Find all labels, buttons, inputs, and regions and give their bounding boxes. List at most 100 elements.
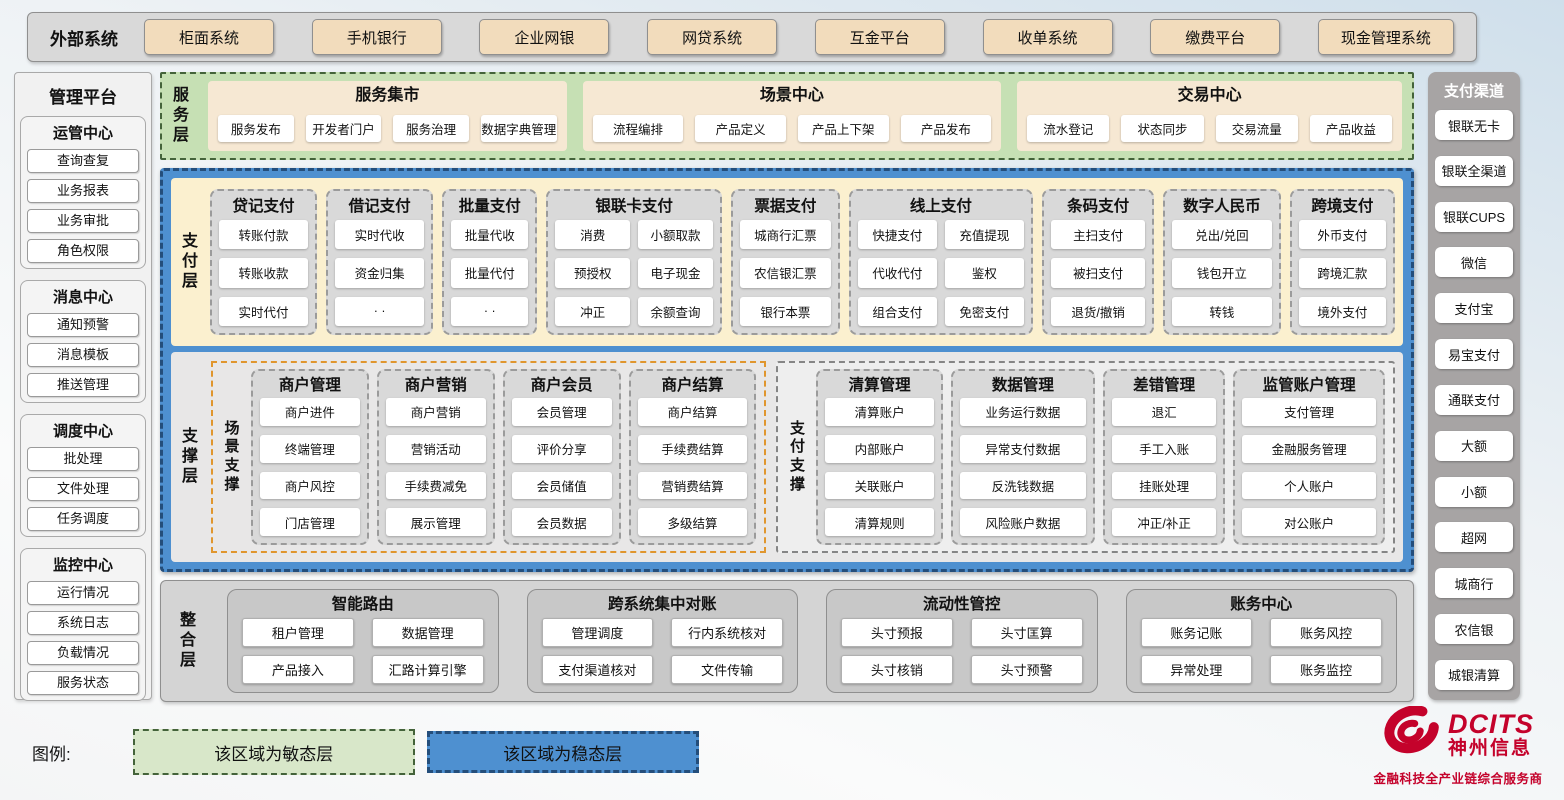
int-item: 头寸预报 (841, 618, 953, 647)
mgmt-item: 运行情况 (27, 581, 139, 605)
legend: 图例: 该区域为敏态层 该区域为稳态层 (32, 729, 699, 775)
sup-item: 商户风控 (260, 471, 360, 500)
sup-item: 营销活动 (385, 434, 486, 463)
int-group-liquidity: 流动性管控 头寸预报 头寸匡算 头寸核销 头寸预警 (826, 589, 1098, 693)
service-item: 服务治理 (393, 114, 469, 142)
sup-item: 清算账户 (825, 398, 934, 426)
sup-group-merchant-settlement: 商户结算 商户结算 手续费结算 营销费结算 多级结算 (628, 369, 757, 545)
pay-group-debit: 借记支付 实时代收 资金归集 · · (326, 189, 434, 335)
service-item: 产品上下架 (797, 114, 889, 142)
service-item: 数据字典管理 (480, 114, 557, 142)
pay-group-title: 票据支付 (754, 198, 817, 215)
sup-item: 展示管理 (385, 508, 486, 536)
sup-item: 对公账户 (1242, 508, 1376, 536)
int-item: 汇路计算引擎 (371, 655, 484, 684)
mgmt-section-title: 消息中心 (52, 289, 113, 306)
mgmt-section-operations: 运管中心 查询查复 业务报表 业务审批 角色权限 (20, 116, 146, 269)
service-group-title: 服务集市 (355, 87, 420, 104)
int-item: 异常处理 (1140, 655, 1253, 684)
mgmt-item: 查询查复 (27, 149, 139, 173)
sup-group-title: 监管账户管理 (1262, 377, 1356, 394)
sup-group-title: 商户营销 (404, 377, 467, 394)
pay-item: 转账付款 (219, 220, 309, 250)
external-systems-bar: 外部系统 柜面系统 手机银行 企业网银 网贷系统 互金平台 收单系统 缴费平台 … (27, 12, 1477, 62)
channel-item: 超网 (1435, 522, 1513, 553)
sup-item: 门店管理 (260, 508, 360, 536)
mgmt-item: 角色权限 (27, 239, 139, 263)
mgmt-item: 负载情况 (27, 641, 139, 665)
int-group-accounting-center: 账务中心 账务记账 账务风控 异常处理 账务监控 (1125, 589, 1397, 693)
pay-item: 鉴权 (944, 258, 1024, 288)
int-item: 产品接入 (242, 655, 354, 684)
mgmt-section-scheduling: 调度中心 批处理 文件处理 任务调度 (20, 414, 146, 537)
service-item: 流水登记 (1027, 114, 1110, 142)
int-group-title: 跨系统集中对账 (607, 596, 717, 613)
external-systems-items: 柜面系统 手机银行 企业网银 网贷系统 互金平台 收单系统 缴费平台 现金管理系… (144, 19, 1454, 55)
pay-group-barcode: 条码支付 主扫支付 被扫支付 退货/撤销 (1041, 189, 1155, 335)
pay-item: 银行本票 (739, 296, 831, 326)
sup-item: 个人账户 (1242, 471, 1376, 500)
service-item: 产品定义 (695, 114, 786, 142)
sup-item: 商户进件 (260, 398, 360, 426)
mgmt-section-message: 消息中心 通知预警 消息模板 推送管理 (20, 280, 146, 403)
pay-item: 余额查询 (638, 296, 713, 326)
pay-item: 预授权 (555, 258, 631, 288)
sup-item: 金融服务管理 (1242, 434, 1376, 463)
pay-group-crossborder: 跨境支付 外币支付 跨境汇款 境外支付 (1289, 189, 1396, 335)
sup-item: 挂账处理 (1111, 471, 1217, 500)
int-item: 账务记账 (1140, 618, 1253, 647)
mgmt-item: 服务状态 (27, 671, 139, 695)
service-item: 服务发布 (218, 114, 294, 142)
channel-item: 易宝支付 (1435, 339, 1513, 370)
pay-item: 城商行汇票 (739, 220, 831, 250)
channel-item: 通联支付 (1435, 384, 1513, 415)
pay-group-batch: 批量支付 批量代收 批量代付 · · (442, 189, 538, 335)
channel-item: 银联无卡 (1435, 110, 1513, 140)
pay-item: 资金归集 (335, 258, 425, 288)
pay-item: · · (451, 296, 529, 326)
sup-item: 退汇 (1111, 398, 1217, 426)
service-item: 产品发布 (900, 114, 992, 142)
pay-group-bill: 票据支付 城商行汇票 农信银汇票 银行本票 (730, 189, 840, 335)
integration-layer: 整合层 智能路由 租户管理 数据管理 产品接入 汇路计算引擎 跨系统集中对账 管… (160, 580, 1414, 702)
mgmt-item: 业务报表 (27, 179, 139, 203)
pay-item: · · (335, 296, 425, 326)
sup-group-title: 商户结算 (661, 377, 724, 394)
int-group-reconciliation: 跨系统集中对账 管理调度 行内系统核对 支付渠道核对 文件传输 (526, 589, 798, 693)
sup-item: 异常支付数据 (959, 434, 1086, 463)
sup-item: 手工入账 (1111, 434, 1217, 463)
pay-group-title: 批量支付 (458, 198, 521, 215)
pay-item: 跨境汇款 (1298, 258, 1387, 288)
int-item: 管理调度 (541, 618, 654, 647)
pay-group-online: 线上支付 快捷支付 充值提现 代收代付 鉴权 组合支付 免密支付 (848, 189, 1033, 335)
sup-group-merchant-mgmt: 商户管理 商户进件 终端管理 商户风控 门店管理 (251, 369, 369, 545)
mgmt-section-title: 监控中心 (52, 557, 113, 574)
service-item: 交易流量 (1215, 114, 1298, 142)
sup-group-merchant-marketing: 商户营销 商户营销 营销活动 手续费减免 展示管理 (376, 369, 495, 545)
mgmt-item: 系统日志 (27, 611, 139, 635)
sup-item: 反洗钱数据 (959, 471, 1086, 500)
sup-item: 会员管理 (511, 398, 612, 426)
sup-item: 手续费结算 (637, 434, 748, 463)
management-platform-panel: 管理平台 运管中心 查询查复 业务报表 业务审批 角色权限 消息中心 通知预警 … (14, 72, 152, 701)
pay-group-title: 银联卡支付 (595, 198, 673, 215)
pay-group-title: 跨境支付 (1311, 198, 1374, 215)
external-system: 手机银行 (311, 19, 442, 55)
service-item: 产品收益 (1309, 114, 1393, 142)
service-group-title: 场景中心 (759, 87, 824, 104)
pay-group-title: 借记支付 (348, 198, 411, 215)
management-platform-title: 管理平台 (49, 88, 117, 107)
logo-company-text: 神州信息 (1448, 737, 1533, 759)
int-item: 数据管理 (371, 618, 484, 647)
int-item: 账务风控 (1270, 618, 1382, 647)
sup-item: 评价分享 (511, 434, 612, 463)
service-item: 流程编排 (592, 114, 684, 142)
legend-agile-layer: 该区域为敏态层 (132, 729, 415, 775)
external-systems-label: 外部系统 (50, 29, 118, 49)
legend-stable-layer: 该区域为稳态层 (426, 731, 699, 773)
pay-group-unionpay-card: 银联卡支付 消费 小额取款 预授权 电子现金 冲正 余额查询 (546, 189, 722, 335)
mgmt-section-monitoring: 监控中心 运行情况 系统日志 负载情况 服务状态 (20, 548, 146, 701)
pay-item: 实时代收 (335, 220, 425, 250)
sup-item: 关联账户 (825, 471, 934, 500)
sup-group-merchant-member: 商户会员 会员管理 评价分享 会员储值 会员数据 (502, 369, 621, 545)
